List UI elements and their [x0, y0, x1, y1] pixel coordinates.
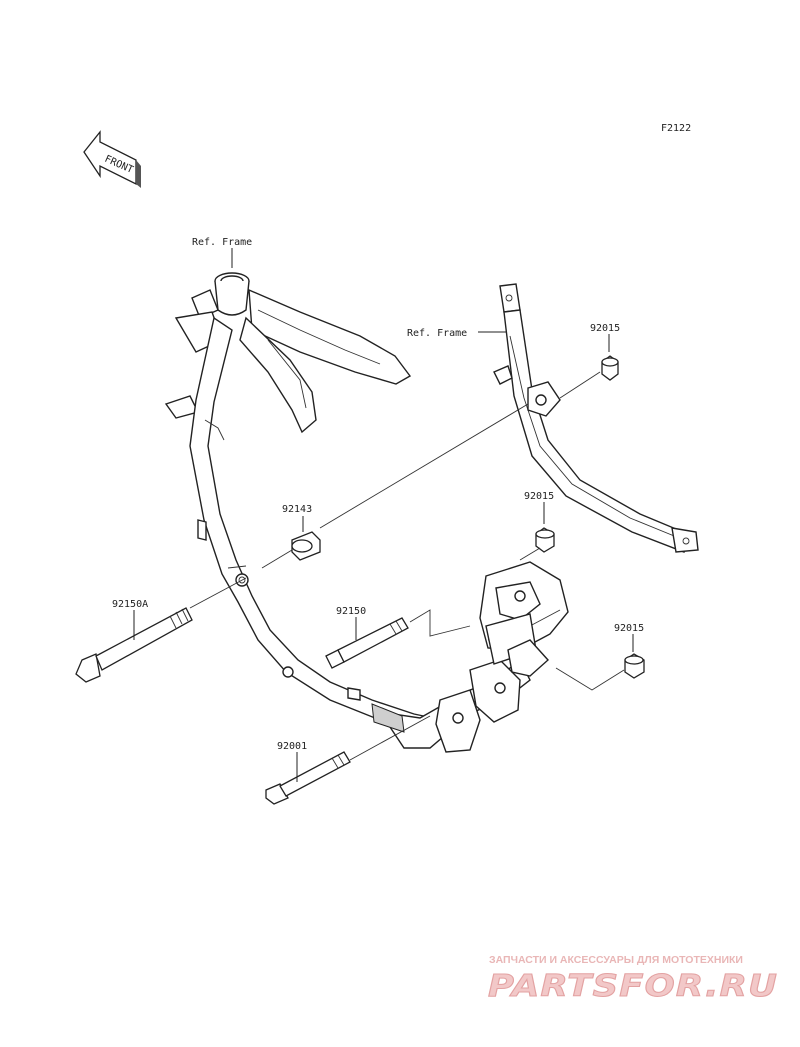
bolt-low [265, 751, 351, 805]
ref-frame-label-left: Ref. Frame [192, 237, 252, 248]
watermark-tagline: ЗАПЧАСТИ И АКСЕССУАРЫ ДЛЯ МОТОТЕХНИКИ [489, 954, 743, 966]
figure-code: F2122 [661, 123, 691, 134]
part-label-92015-upper: 92015 [590, 323, 620, 334]
part-label-92143: 92143 [282, 504, 312, 515]
collar [291, 531, 321, 561]
watermark-brand: PARTSFOR.RU [488, 969, 778, 1004]
part-label-92015-middle: 92015 [524, 491, 554, 502]
part-label-92150: 92150 [336, 606, 366, 617]
ref-frame-label-right: Ref. Frame [407, 328, 467, 339]
nut-lower [624, 653, 645, 679]
front-arrow-icon: FRONT [83, 130, 141, 188]
nut-upper [601, 355, 619, 381]
bolt-mid [325, 617, 409, 669]
rear-frame [493, 283, 699, 553]
part-label-92150a: 92150A [112, 599, 148, 610]
part-label-92001: 92001 [277, 741, 307, 752]
main-frame [164, 272, 569, 753]
bolt-long [75, 607, 193, 683]
part-label-92015-lower: 92015 [614, 623, 644, 634]
nut-middle [535, 527, 555, 553]
